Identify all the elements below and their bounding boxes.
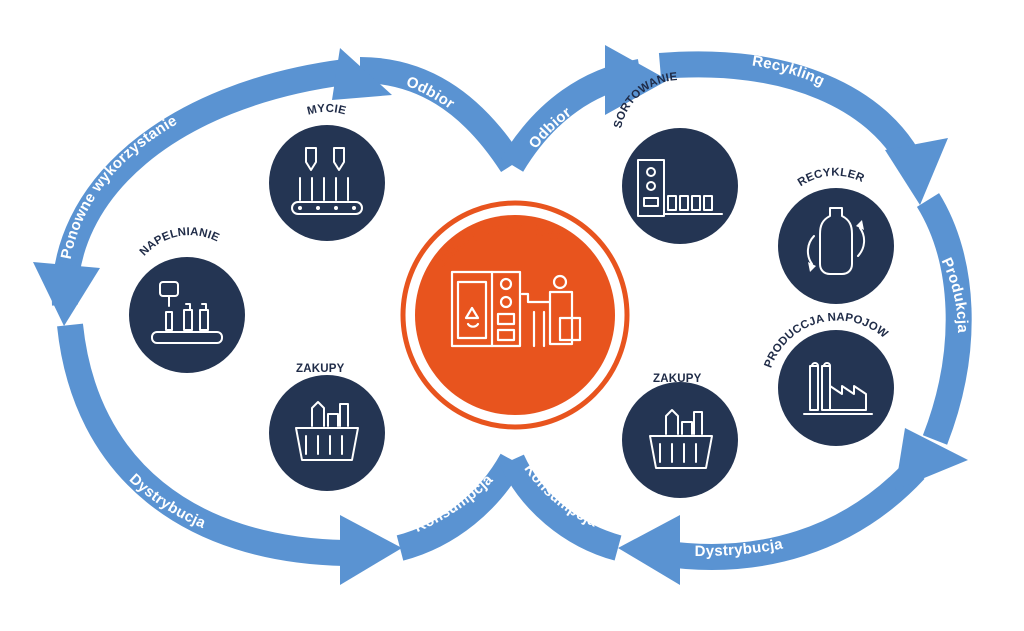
reverse-vending-machine-icon — [450, 270, 582, 348]
arrow-head-odbior-right — [605, 45, 668, 115]
arrow-head-dystrybucja-left — [340, 515, 402, 585]
filling-line-icon — [151, 281, 223, 344]
stage-zakupy-right: ZAKUPY — [622, 373, 738, 498]
stage-mycie: MYCIE — [269, 103, 385, 241]
stage-label-recykler: RECYKLER — [796, 167, 867, 189]
stage-label-mycie: MYCIE — [306, 103, 347, 118]
stage-label-zakupy-left: ZAKUPY — [296, 363, 345, 375]
shopping-basket-icon — [649, 409, 713, 469]
factory-icon — [803, 362, 873, 415]
recycle-bottle-icon — [806, 207, 866, 275]
stage-produccja: PRODUCCJA NAPOJOW — [763, 311, 894, 446]
left-loop — [33, 48, 524, 585]
arrow-head-dystrybucja-right — [618, 515, 680, 585]
arrow-head-odbior-left — [332, 48, 392, 100]
stage-label-napelnianie: NAPELNIANIE — [138, 226, 221, 258]
arrow-head-recykling — [885, 138, 948, 205]
arrow-head-produkcja — [895, 428, 968, 490]
stage-recykler: RECYKLER — [778, 167, 894, 304]
stage-label-zakupy-right: ZAKUPY — [653, 373, 702, 385]
center-node: ZWROT DO SKLEPU — [400, 200, 630, 430]
stage-sortowanie: SORTOWANIE — [612, 71, 738, 244]
shopping-basket-icon — [295, 401, 359, 461]
stage-zakupy-left: ZAKUPY — [269, 363, 385, 491]
sorting-machine-icon — [637, 159, 723, 217]
arrow-head-ponowne — [33, 262, 100, 326]
washing-bottles-icon — [291, 147, 363, 215]
flow-label-dystrybucja-left: Dystrybucja — [126, 470, 209, 532]
stage-napelnianie: NAPELNIANIE — [129, 226, 245, 373]
right-loop — [500, 45, 972, 585]
